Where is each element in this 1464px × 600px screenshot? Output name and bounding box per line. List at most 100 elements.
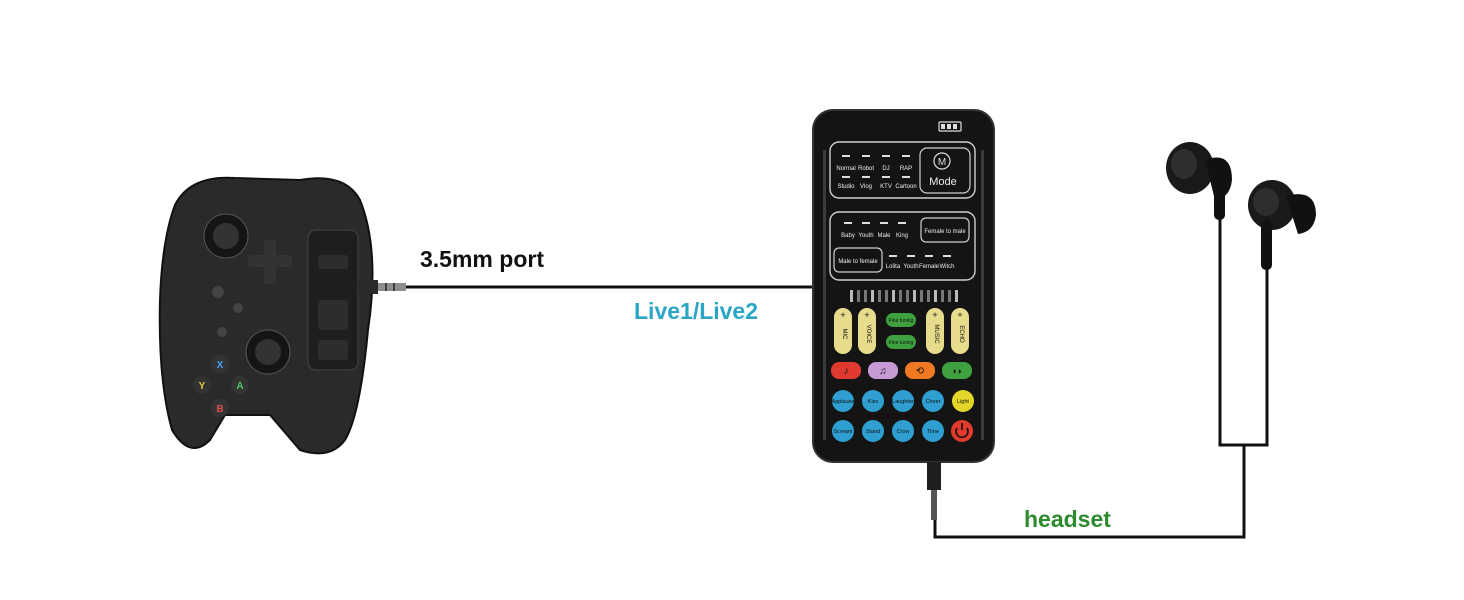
slider-label: MUSIC bbox=[933, 324, 939, 344]
effect-label: Stand bbox=[866, 429, 880, 435]
voice-option-indicator bbox=[925, 255, 933, 257]
svg-text:B: B bbox=[216, 404, 223, 415]
mode-option-label: Cartoon bbox=[895, 184, 916, 190]
effect-button bbox=[892, 420, 914, 442]
led-segment bbox=[899, 290, 902, 302]
game-controller-icon: X Y A B bbox=[158, 176, 374, 455]
effect-button bbox=[952, 390, 974, 412]
led-segment bbox=[948, 290, 951, 302]
mode-button-label: Mode bbox=[929, 176, 957, 188]
slider-plus-icon: + bbox=[957, 310, 962, 320]
mode-option-label: Robot bbox=[858, 166, 874, 172]
effect-label: Crow bbox=[897, 429, 910, 435]
led-segment bbox=[920, 290, 923, 302]
fine-tuning-label-2: Fine tuning bbox=[889, 340, 914, 346]
earbud-cables bbox=[1218, 200, 1269, 447]
voice-option-label: Female bbox=[919, 264, 940, 270]
led-segment bbox=[857, 290, 860, 302]
slider-label: MIC bbox=[841, 329, 847, 341]
effect-label: Applause bbox=[832, 399, 855, 405]
voice-option-indicator bbox=[943, 255, 951, 257]
voice-option-indicator bbox=[889, 255, 897, 257]
mode-option-indicator bbox=[882, 155, 890, 157]
led-segment bbox=[871, 290, 874, 302]
female-to-male-label: Female to male bbox=[924, 229, 966, 235]
effect-button bbox=[862, 390, 884, 412]
led-segment bbox=[955, 290, 958, 302]
mode-option-label: Studio bbox=[837, 184, 855, 190]
slider-plus-icon: + bbox=[864, 310, 869, 320]
voice-option-label: Youth bbox=[858, 233, 873, 239]
led-segment bbox=[906, 290, 909, 302]
led-segment bbox=[941, 290, 944, 302]
led-segment bbox=[885, 290, 888, 302]
fine-tuning-label-1: Fine tuning bbox=[889, 318, 914, 324]
voice-option-indicator bbox=[862, 222, 870, 224]
cable-device-to-headset bbox=[933, 445, 1246, 539]
effects-row-2: Scream Stand Crow Time bbox=[832, 420, 944, 442]
effect-label: Light bbox=[957, 399, 969, 405]
slider-plus-icon: + bbox=[932, 310, 937, 320]
svg-text:A: A bbox=[236, 381, 243, 392]
mode-option-indicator bbox=[842, 176, 850, 178]
slider-label: ECHO bbox=[958, 325, 964, 343]
slider-track bbox=[858, 308, 876, 354]
mode-option-label: Normal bbox=[836, 166, 855, 172]
effect-button bbox=[832, 390, 854, 412]
voice-option-indicator bbox=[880, 222, 888, 224]
slider-label: VOICE bbox=[865, 325, 871, 344]
headset-label: headset bbox=[1024, 506, 1111, 532]
voice-option-label: Baby bbox=[841, 233, 855, 239]
slider-track bbox=[951, 308, 969, 354]
led-segment bbox=[913, 290, 916, 302]
effect-button bbox=[892, 390, 914, 412]
battery-icon bbox=[938, 121, 962, 132]
voice-option-label: Male bbox=[877, 233, 891, 239]
effect-label: Scream bbox=[834, 429, 853, 435]
effect-label: Cheer bbox=[926, 399, 941, 405]
slider-track bbox=[926, 308, 944, 354]
mode-icon: M bbox=[938, 157, 946, 168]
slider-group: +MIC+VOICE+MUSIC+ECHO bbox=[834, 308, 969, 354]
mode-option-label: DJ bbox=[882, 166, 889, 172]
voice-option-indicator bbox=[844, 222, 852, 224]
mode-option-label: Vlog bbox=[860, 184, 872, 190]
effect-label: Laughter bbox=[892, 399, 914, 405]
svg-text:◖◗: ◖◗ bbox=[952, 366, 963, 376]
voice-option-indicator bbox=[907, 255, 915, 257]
voice-option-label: King bbox=[896, 233, 908, 239]
effect-button bbox=[832, 420, 854, 442]
effect-button bbox=[922, 420, 944, 442]
earbuds-icon bbox=[1166, 142, 1316, 270]
live-label: Live1/Live2 bbox=[634, 298, 759, 324]
male-to-female-label: Male to female bbox=[838, 259, 878, 265]
voice-option-label: Witch bbox=[940, 264, 955, 270]
mode-option-indicator bbox=[842, 155, 850, 157]
effect-button bbox=[922, 390, 944, 412]
slider-track bbox=[834, 308, 852, 354]
mode-option-label: RAP bbox=[900, 166, 912, 172]
effect-label: Time bbox=[927, 429, 939, 435]
svg-text:Y: Y bbox=[199, 381, 206, 392]
svg-text:⟲: ⟲ bbox=[916, 366, 925, 377]
svg-text:♫: ♫ bbox=[879, 366, 887, 377]
voice-option-label: Lolita bbox=[886, 264, 901, 270]
voice-option-indicator bbox=[898, 222, 906, 224]
led-segment bbox=[850, 290, 853, 302]
svg-text:X: X bbox=[217, 360, 224, 371]
led-segment bbox=[864, 290, 867, 302]
mode-option-indicator bbox=[862, 155, 870, 157]
power-icon bbox=[951, 420, 973, 442]
led-segment bbox=[878, 290, 881, 302]
led-segment bbox=[934, 290, 937, 302]
effect-button bbox=[862, 420, 884, 442]
effect-label: Kiss bbox=[868, 399, 879, 405]
led-segment bbox=[927, 290, 930, 302]
mode-option-indicator bbox=[902, 155, 910, 157]
mode-option-indicator bbox=[882, 176, 890, 178]
led-meter bbox=[850, 290, 958, 302]
